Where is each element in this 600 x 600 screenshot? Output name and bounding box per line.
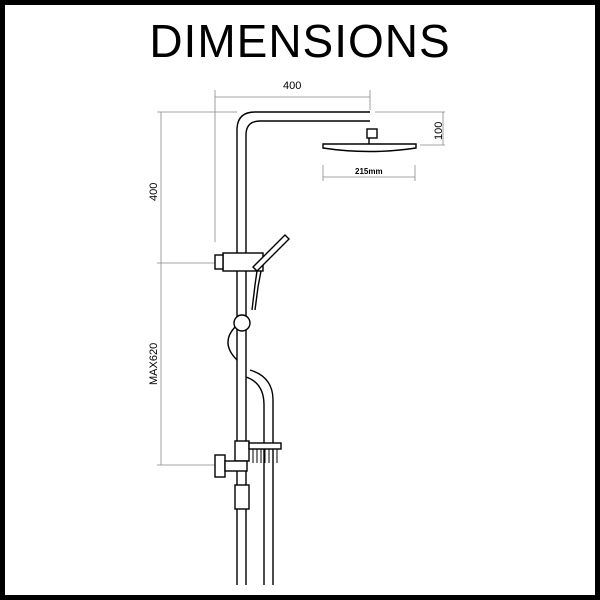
soap-tray-slats bbox=[252, 449, 278, 463]
rain-head bbox=[322, 143, 417, 153]
soap-tray bbox=[248, 442, 282, 450]
hose-connector bbox=[234, 484, 250, 510]
hose-loop bbox=[227, 326, 274, 585]
mixer-handle bbox=[214, 454, 226, 478]
shower-diagram: 400 100 215mm 400 MAX620 bbox=[148, 80, 445, 585]
hose-inner bbox=[245, 376, 265, 585]
arm-connector bbox=[366, 128, 378, 139]
head-drop-label: 100 bbox=[433, 122, 445, 140]
mixer-body bbox=[234, 440, 250, 462]
lower-height-label: MAX620 bbox=[148, 343, 160, 385]
shower-unit bbox=[214, 111, 417, 585]
hand-shower bbox=[252, 234, 290, 272]
hand-shower-handle bbox=[251, 270, 262, 311]
head-diameter-label: 215mm bbox=[355, 167, 383, 176]
riser-pipe bbox=[236, 111, 370, 585]
slider-knob bbox=[233, 314, 251, 332]
top-width-label: 400 bbox=[283, 80, 301, 92]
upper-height-label: 400 bbox=[148, 183, 160, 201]
page-title: DIMENSIONS bbox=[149, 15, 451, 67]
upper-bracket-knob bbox=[214, 254, 224, 270]
dimension-lines bbox=[157, 90, 445, 466]
mixer-valve bbox=[224, 460, 248, 472]
